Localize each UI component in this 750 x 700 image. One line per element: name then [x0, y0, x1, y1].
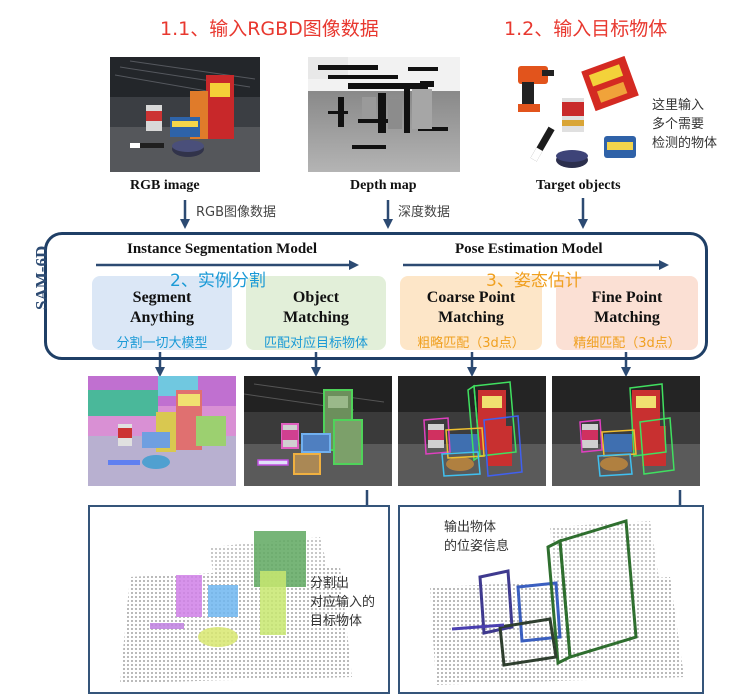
object-matching-result-image — [244, 376, 392, 486]
module-title: Coarse Point Matching — [426, 289, 516, 326]
heading-input-target: 1.2、输入目标物体 — [504, 18, 668, 40]
sam6d-label: SAM-6D — [32, 245, 51, 310]
pose-pointcloud-panel — [398, 505, 704, 694]
coarse-pose-result-image — [398, 376, 546, 486]
rgb-image — [110, 57, 260, 172]
module-subtitle: 粗略匹配（3d点） — [417, 336, 525, 351]
module-title: Segment Anything — [129, 289, 195, 326]
target-objects-image — [512, 56, 642, 176]
instance-step-note: 2、实例分割 — [170, 271, 266, 291]
module-segment-anything: Segment Anything 分割一切大模型 — [92, 276, 232, 351]
module-fine-point-matching: Fine Point Matching 精细匹配（3d点） — [556, 276, 698, 351]
pose-estimation-title: Pose Estimation Model — [455, 241, 603, 257]
module-subtitle: 匹配对应目标物体 — [263, 336, 368, 351]
module-subtitle: 精细匹配（3d点） — [573, 336, 681, 351]
sam6d-frame — [44, 232, 708, 360]
segmentation-output-note: 分割出 对应输入的 目标物体 — [310, 576, 376, 629]
rgb-sub-note: RGB图像数据 — [196, 205, 277, 220]
module-subtitle: 分割一切大模型 — [116, 336, 208, 351]
rgb-caption: RGB image — [130, 178, 200, 193]
module-title: Object Matching — [283, 289, 349, 326]
fine-pose-result-image — [552, 376, 700, 486]
segmentation-result-image — [88, 376, 236, 486]
pose-step-note: 3、姿态估计 — [486, 271, 582, 291]
module-coarse-point-matching: Coarse Point Matching 粗略匹配（3d点） — [400, 276, 542, 351]
pose-output-note: 输出物体 的位姿信息 — [444, 520, 510, 554]
target-input-note: 这里输入 多个需要 检测的物体 — [652, 98, 718, 151]
depth-caption: Depth map — [350, 178, 417, 193]
target-caption: Target objects — [536, 178, 621, 193]
module-title: Fine Point Matching — [591, 289, 663, 326]
heading-input-rgbd: 1.1、输入RGBD图像数据 — [160, 18, 379, 40]
instance-segmentation-title: Instance Segmentation Model — [127, 241, 317, 257]
depth-map-image — [308, 57, 460, 172]
segmentation-pointcloud-panel — [88, 505, 390, 694]
module-object-matching: Object Matching 匹配对应目标物体 — [246, 276, 386, 351]
depth-sub-note: 深度数据 — [398, 205, 451, 220]
